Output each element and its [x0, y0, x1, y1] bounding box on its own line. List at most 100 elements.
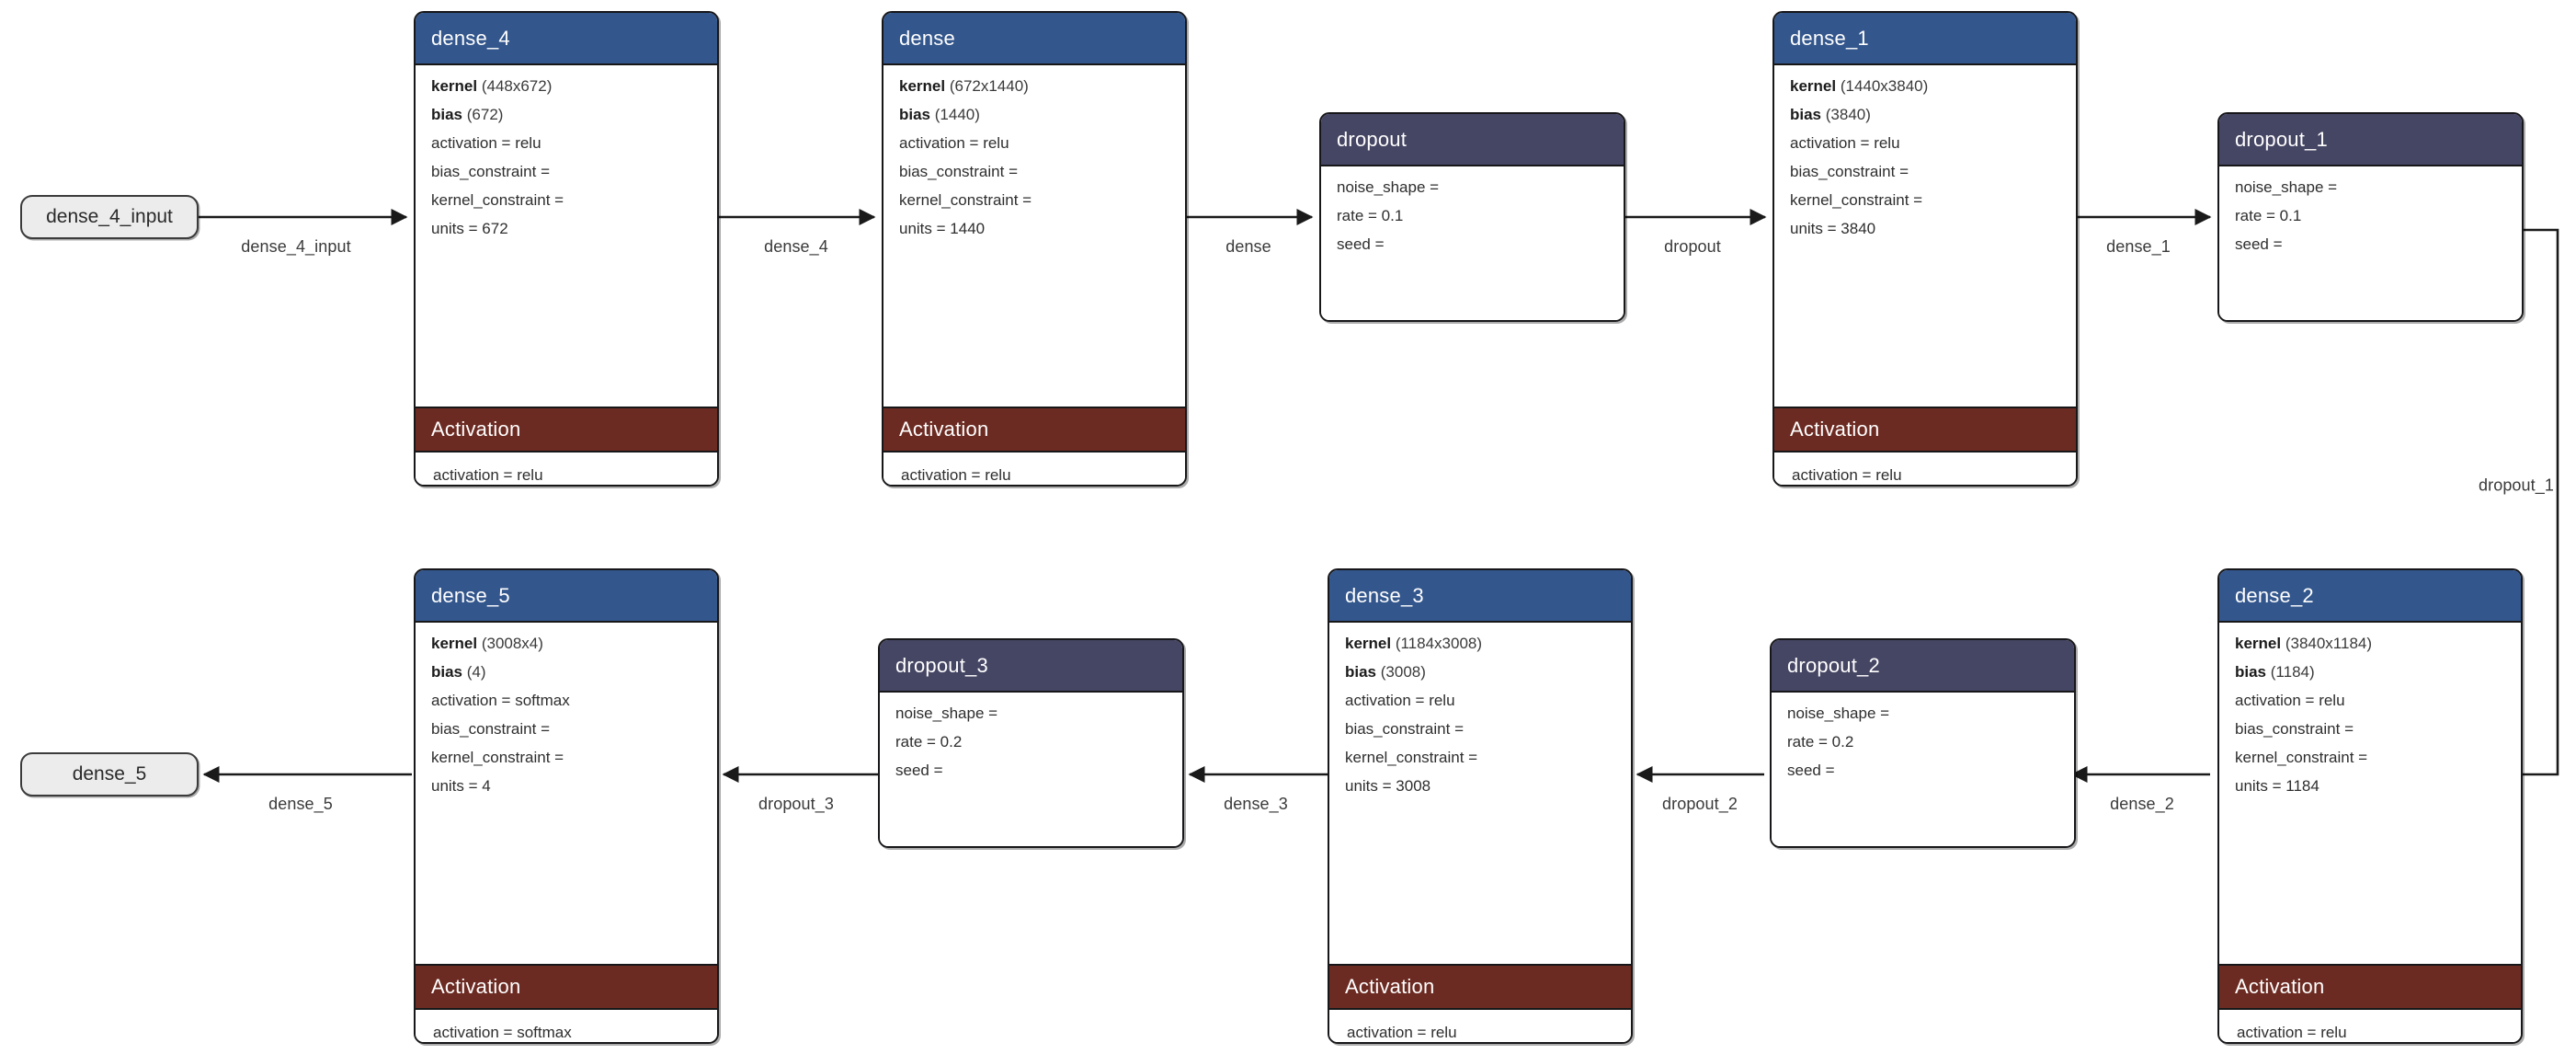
prop-kernel: kernel (672x1440) [899, 77, 1029, 95]
layer-dropout_3[interactable]: dropout_3 noise_shape = rate = 0.2 seed … [878, 638, 1184, 848]
prop-bias: bias (3008) [1345, 663, 1426, 681]
prop-kernel-constraint: kernel_constraint = [1345, 749, 1478, 766]
prop-units: units = 672 [431, 220, 508, 237]
layer-title-dense_2: dense_2 [2219, 570, 2521, 623]
edge-label-dense_3: dense_3 [1224, 795, 1288, 813]
layer-title-dense: dense [883, 13, 1185, 65]
prop-noise-shape: noise_shape = [2235, 178, 2338, 196]
prop-noise-shape: noise_shape = [1337, 178, 1440, 196]
layer-props-dense: kernel (672x1440) bias (1440) activation… [883, 65, 1185, 407]
prop-bias-constraint: bias_constraint = [431, 720, 550, 738]
layer-dense_2[interactable]: dense_2 kernel (3840x1184) bias (1184) a… [2217, 568, 2523, 1044]
activation-section-dense_4: Activation activation = relu [416, 407, 717, 485]
activation-title: Activation [416, 966, 717, 1010]
layer-dropout[interactable]: dropout noise_shape = rate = 0.1 seed = [1319, 112, 1625, 322]
edge-label-dense_4_input: dense_4_input [241, 237, 351, 256]
prop-units: units = 1440 [899, 220, 986, 237]
layer-dropout_1[interactable]: dropout_1 noise_shape = rate = 0.1 seed … [2217, 112, 2524, 322]
prop-units: units = 4 [431, 777, 491, 795]
edge-label-dense_2: dense_2 [2110, 795, 2174, 813]
activation-value: activation = relu [883, 453, 1185, 485]
prop-noise-shape: noise_shape = [1787, 705, 1890, 722]
layer-dense_4[interactable]: dense_4 kernel (448x672) bias (672) acti… [414, 11, 719, 487]
input-node-dense_4_input[interactable]: dense_4_input [20, 195, 199, 239]
prop-kernel: kernel (448x672) [431, 77, 553, 95]
edge-label-dense_4: dense_4 [764, 237, 828, 256]
activation-section-dense_2: Activation activation = relu [2219, 964, 2521, 1042]
layer-props-dense_1: kernel (1440x3840) bias (3840) activatio… [1774, 65, 2076, 407]
prop-units: units = 3840 [1790, 220, 1876, 237]
prop-bias-constraint: bias_constraint = [1790, 163, 1909, 180]
edge-label-dense_5: dense_5 [268, 795, 333, 813]
layer-props-dropout_1: noise_shape = rate = 0.1 seed = [2219, 166, 2522, 320]
edge-label-dense: dense [1225, 237, 1271, 256]
activation-title: Activation [1329, 966, 1631, 1010]
activation-title: Activation [2219, 966, 2521, 1010]
activation-value: activation = relu [1329, 1010, 1631, 1042]
activation-value: activation = relu [2219, 1010, 2521, 1042]
prop-rate: rate = 0.1 [2235, 207, 2302, 224]
prop-activation: activation = softmax [431, 692, 570, 709]
layer-dense[interactable]: dense kernel (672x1440) bias (1440) acti… [882, 11, 1187, 487]
layer-props-dense_4: kernel (448x672) bias (672) activation =… [416, 65, 717, 407]
prop-units: units = 1184 [2235, 777, 2320, 795]
prop-kernel-constraint: kernel_constraint = [1790, 191, 1923, 209]
activation-section-dense: Activation activation = relu [883, 407, 1185, 485]
layer-props-dropout_3: noise_shape = rate = 0.2 seed = [880, 693, 1182, 846]
prop-bias: bias (672) [431, 106, 504, 123]
edge-label-dropout: dropout [1664, 237, 1721, 256]
layer-props-dropout_2: noise_shape = rate = 0.2 seed = [1772, 693, 2074, 846]
layer-title-dropout_3: dropout_3 [880, 640, 1182, 693]
prop-bias: bias (4) [431, 663, 486, 681]
layer-dense_5[interactable]: dense_5 kernel (3008x4) bias (4) activat… [414, 568, 719, 1044]
prop-activation: activation = relu [899, 134, 1009, 152]
prop-kernel: kernel (3008x4) [431, 635, 543, 652]
layer-title-dense_1: dense_1 [1774, 13, 2076, 65]
layer-title-dense_3: dense_3 [1329, 570, 1631, 623]
prop-bias-constraint: bias_constraint = [2235, 720, 2354, 738]
layer-dropout_2[interactable]: dropout_2 noise_shape = rate = 0.2 seed … [1770, 638, 2076, 848]
layer-dense_3[interactable]: dense_3 kernel (1184x3008) bias (3008) a… [1328, 568, 1633, 1044]
edge-label-dropout_1: dropout_1 [2479, 475, 2554, 495]
layer-dense_1[interactable]: dense_1 kernel (1440x3840) bias (3840) a… [1772, 11, 2078, 487]
prop-bias-constraint: bias_constraint = [1345, 720, 1464, 738]
activation-section-dense_3: Activation activation = relu [1329, 964, 1631, 1042]
layer-title-dropout: dropout [1321, 114, 1624, 166]
activation-value: activation = relu [1774, 453, 2076, 485]
prop-kernel-constraint: kernel_constraint = [899, 191, 1032, 209]
output-node-dense_5[interactable]: dense_5 [20, 752, 199, 796]
activation-title: Activation [416, 408, 717, 453]
layer-title-dropout_2: dropout_2 [1772, 640, 2074, 693]
activation-section-dense_1: Activation activation = relu [1774, 407, 2076, 485]
prop-bias: bias (3840) [1790, 106, 1871, 123]
prop-activation: activation = relu [431, 134, 541, 152]
prop-activation: activation = relu [1345, 692, 1455, 709]
layer-title-dense_4: dense_4 [416, 13, 717, 65]
prop-kernel-constraint: kernel_constraint = [431, 191, 564, 209]
prop-kernel-constraint: kernel_constraint = [2235, 749, 2368, 766]
prop-bias: bias (1440) [899, 106, 980, 123]
activation-section-dense_5: Activation activation = softmax [416, 964, 717, 1042]
prop-kernel-constraint: kernel_constraint = [431, 749, 564, 766]
prop-rate: rate = 0.2 [895, 733, 963, 750]
activation-title: Activation [883, 408, 1185, 453]
activation-value: activation = relu [416, 453, 717, 485]
prop-bias-constraint: bias_constraint = [431, 163, 550, 180]
prop-kernel: kernel (1184x3008) [1345, 635, 1483, 652]
prop-seed: seed = [1787, 762, 1835, 779]
prop-activation: activation = relu [2235, 692, 2345, 709]
edge-label-dense_1: dense_1 [2106, 237, 2171, 256]
prop-units: units = 3008 [1345, 777, 1431, 795]
layer-props-dense_5: kernel (3008x4) bias (4) activation = so… [416, 623, 717, 964]
prop-bias-constraint: bias_constraint = [899, 163, 1018, 180]
prop-activation: activation = relu [1790, 134, 1900, 152]
layer-title-dense_5: dense_5 [416, 570, 717, 623]
activation-title: Activation [1774, 408, 2076, 453]
edge-label-dropout_3: dropout_3 [758, 795, 834, 813]
prop-rate: rate = 0.2 [1787, 733, 1854, 750]
prop-kernel: kernel (1440x3840) [1790, 77, 1929, 95]
prop-noise-shape: noise_shape = [895, 705, 998, 722]
layer-title-dropout_1: dropout_1 [2219, 114, 2522, 166]
